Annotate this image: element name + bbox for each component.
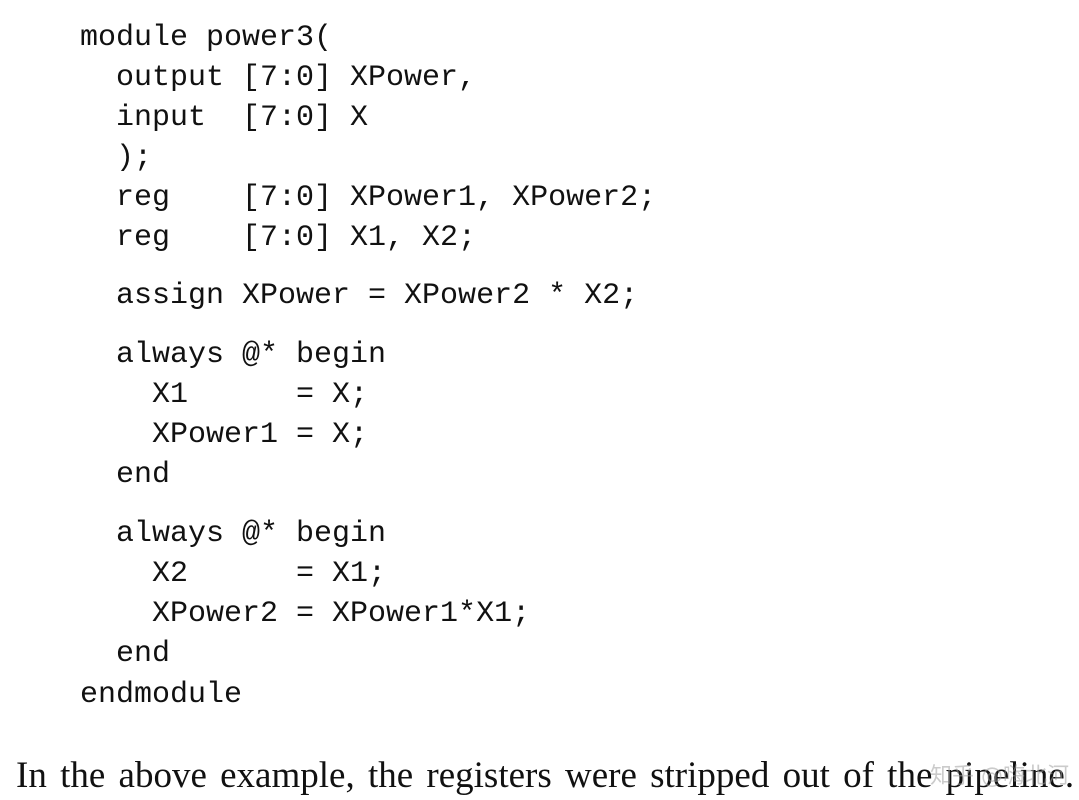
code-line: X1 = X; [80, 378, 369, 412]
code-line: XPower2 = XPower1*X1; [80, 597, 531, 631]
code-line: XPower1 = X; [80, 418, 369, 452]
watermark: 知乎 @嗨北河 [930, 764, 1069, 789]
body-paragraph: In the above example, the registers were… [16, 755, 1075, 796]
code-block: module power3( output [7:0] XPower, inpu… [0, 0, 656, 712]
code-line: module power3( [80, 21, 333, 55]
code-line: input [7:0] X [80, 101, 369, 135]
code-line: X2 = X1; [80, 557, 387, 591]
code-line: always @* begin [80, 517, 387, 551]
code-line: always @* begin [80, 338, 387, 372]
code-line: reg [7:0] X1, X2; [80, 221, 477, 255]
code-line: ); [80, 141, 153, 175]
code-line: assign XPower = XPower2 * X2; [80, 279, 639, 313]
code-line: end [80, 637, 171, 671]
code-line: end [80, 458, 171, 492]
code-line: endmodule [80, 678, 243, 712]
code-line: output [7:0] XPower, [80, 61, 477, 95]
code-line: reg [7:0] XPower1, XPower2; [80, 181, 657, 215]
